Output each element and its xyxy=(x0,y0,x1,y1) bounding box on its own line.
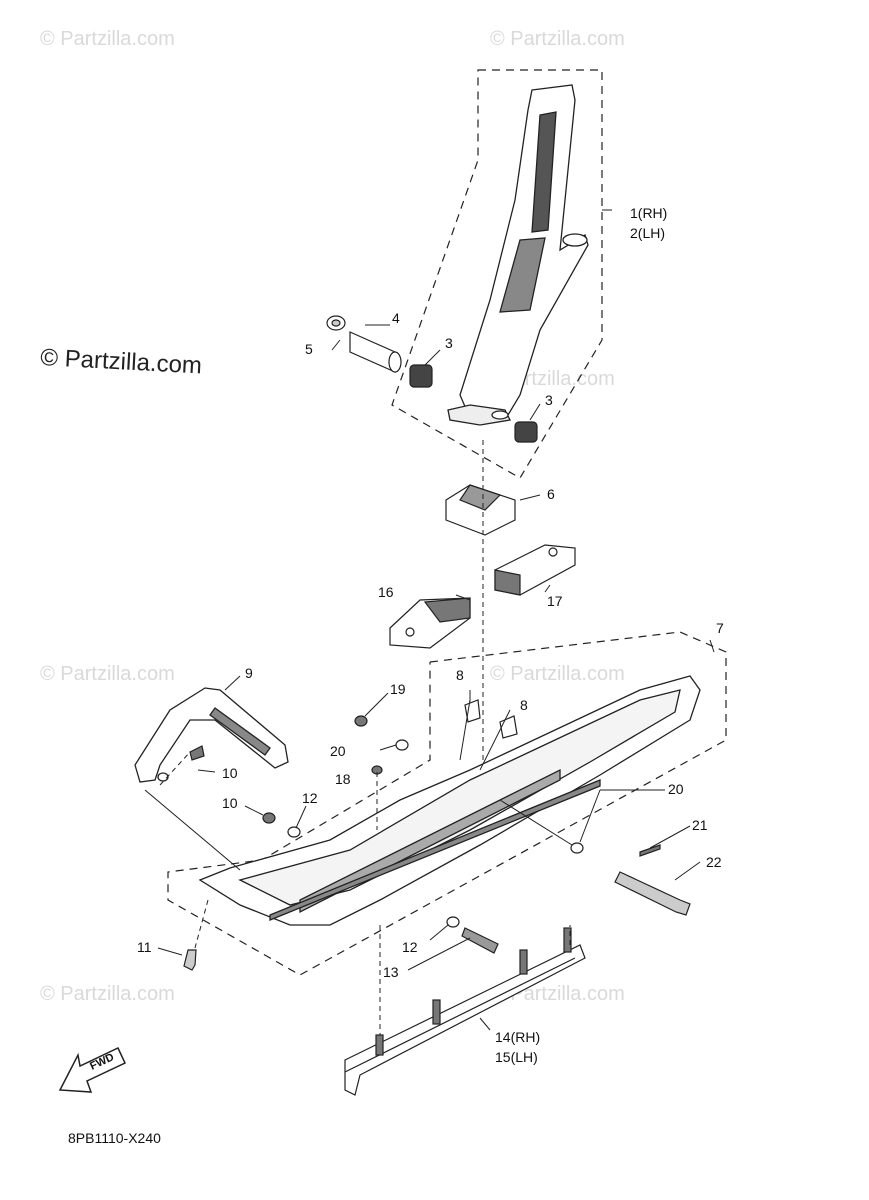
watermark-main: © Partzilla.com xyxy=(40,344,203,379)
callout-19: 19 xyxy=(390,681,406,697)
ski-assembly-outline xyxy=(167,631,727,976)
collar-4 xyxy=(349,331,396,373)
callout-9: 9 xyxy=(245,665,253,681)
callout-12a: 12 xyxy=(302,790,318,806)
bumper-9 xyxy=(134,687,289,783)
ski-body-7 xyxy=(198,675,701,926)
ski-hardware xyxy=(183,699,691,971)
callout-10b: 10 xyxy=(222,795,238,811)
callout-4: 4 xyxy=(392,310,400,326)
washer-12b xyxy=(446,916,460,928)
watermark-mid-right-2: © Partzilla.com xyxy=(490,663,625,685)
bushing-3b xyxy=(514,421,538,443)
watermark-mid-left: © Partzilla.com xyxy=(40,663,175,685)
callout-15: 15(LH) xyxy=(495,1049,538,1065)
callout-5: 5 xyxy=(305,341,313,357)
watermark-top-right: © Partzilla.com xyxy=(490,28,625,50)
assembly-outlines xyxy=(167,69,727,976)
leader-lines xyxy=(144,209,715,1035)
callout-10a: 10 xyxy=(222,765,238,781)
bolt-11 xyxy=(183,949,197,971)
callout-22: 22 xyxy=(706,854,722,870)
callout-8a: 8 xyxy=(456,667,464,683)
washer-12a xyxy=(287,826,301,838)
callout-18: 18 xyxy=(335,771,351,787)
spindle-hardware xyxy=(326,315,538,443)
callout-20a: 20 xyxy=(330,743,346,759)
callout-11: 11 xyxy=(137,939,152,955)
pad-6 xyxy=(445,484,516,536)
plate-17 xyxy=(494,544,576,596)
plate-16 xyxy=(389,597,471,649)
washer-20b xyxy=(570,842,584,854)
callout-21: 21 xyxy=(692,817,708,833)
watermark-top-left: © Partzilla.com xyxy=(40,28,175,50)
callout-20b: 20 xyxy=(668,781,684,797)
callout-7: 7 xyxy=(716,620,724,636)
nut-10a xyxy=(189,745,205,761)
callout-3a: 3 xyxy=(445,335,453,351)
callout-6: 6 xyxy=(547,486,555,502)
watermark-bottom-left: © Partzilla.com xyxy=(40,983,175,1005)
callout-12b: 12 xyxy=(402,939,418,955)
callout-3b: 3 xyxy=(545,392,553,408)
washer-20a xyxy=(395,739,409,751)
callout-14: 14(RH) xyxy=(495,1029,540,1045)
bushing-3a xyxy=(409,364,433,388)
callout-13: 13 xyxy=(383,964,399,980)
fwd-arrow-icon: FWD xyxy=(58,1046,126,1093)
diagram-code: 8PB1110-X240 xyxy=(68,1130,161,1146)
callout-16: 16 xyxy=(378,584,394,600)
callout-2: 2(LH) xyxy=(630,225,665,241)
spindle-part xyxy=(447,84,589,426)
wear-bar-14-15 xyxy=(344,927,586,1096)
nut-19 xyxy=(354,715,368,727)
callout-8b: 8 xyxy=(520,697,528,713)
bolt-13 xyxy=(461,927,499,954)
bolt-22 xyxy=(614,871,691,916)
nut-8b xyxy=(499,715,518,739)
callout-17: 17 xyxy=(547,593,563,609)
callout-1: 1(RH) xyxy=(630,205,667,221)
nut-10b xyxy=(262,812,276,824)
pin-21 xyxy=(639,844,661,857)
